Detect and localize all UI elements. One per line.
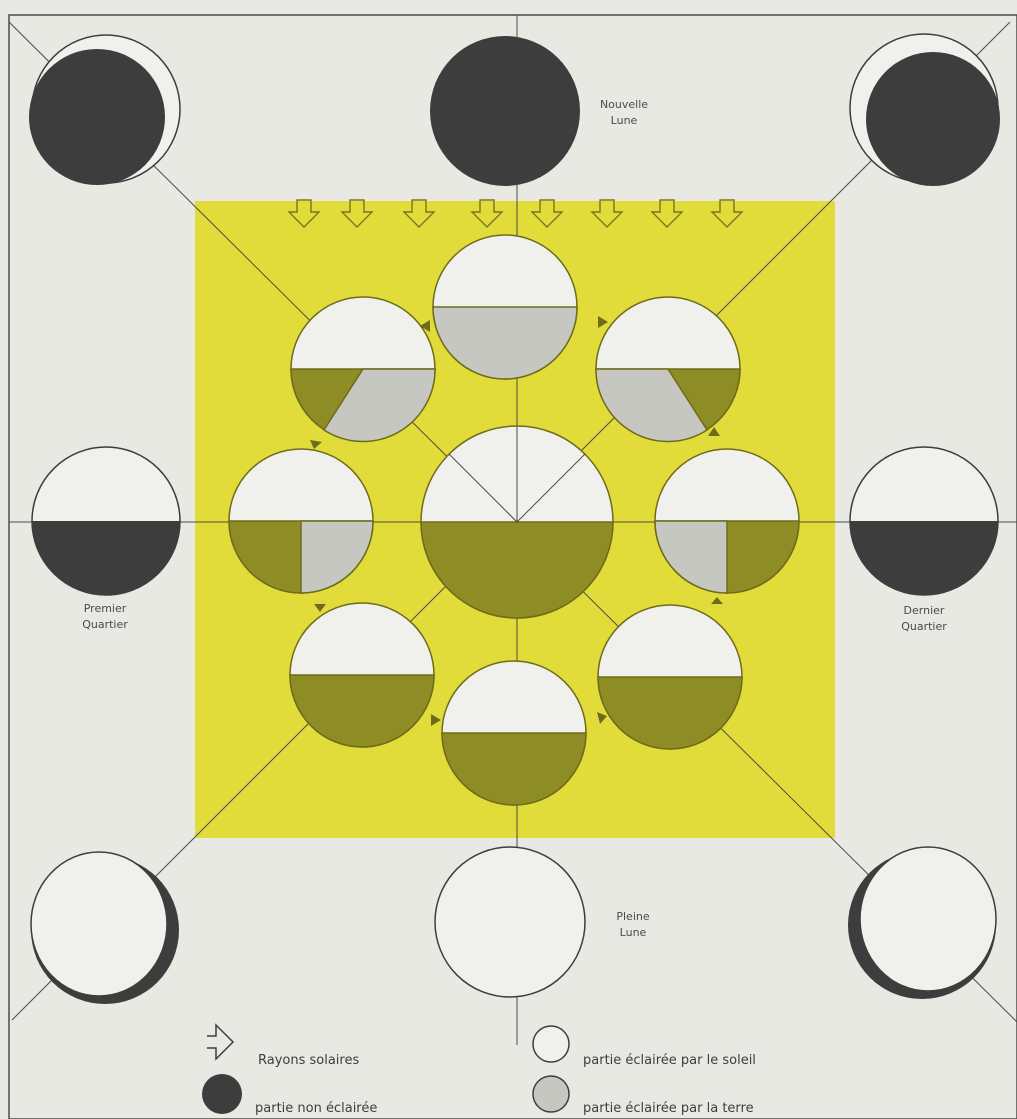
orbit-moon-last-quarter: [655, 449, 799, 593]
orbit-moon-first-quarter: [229, 449, 373, 593]
moon-waning-gibbous: [848, 847, 996, 999]
legend-lit-by-earth: partie éclairée par la terre: [583, 1101, 754, 1116]
label-first-quarter: Premier: [84, 602, 127, 615]
legend: Rayons solaires partie non éclairée part…: [202, 1025, 756, 1116]
moon-waning-crescent: [850, 34, 1000, 186]
label-last-quarter-2: Quartier: [901, 620, 947, 633]
legend-unlit-icon: [202, 1074, 242, 1114]
legend-sunlit-icon: [533, 1026, 569, 1062]
moon-new: [430, 36, 580, 186]
label-new-moon: Nouvelle: [600, 98, 648, 111]
label-full-moon-2: Lune: [620, 926, 647, 939]
legend-sun-rays: Rayons solaires: [258, 1053, 359, 1068]
orbit-moon-waning-gibbous: [598, 605, 742, 749]
legend-unlit: partie non éclairée: [255, 1101, 377, 1116]
orbit-moon-new: [433, 235, 577, 379]
orbit-moon-full: [442, 661, 586, 805]
moon-last-quarter: [850, 447, 998, 595]
legend-lit-by-sun: partie éclairée par le soleil: [583, 1053, 756, 1068]
label-new-moon-2: Lune: [611, 114, 638, 127]
label-first-quarter-2: Quartier: [82, 618, 128, 631]
label-full-moon: Pleine: [616, 910, 649, 923]
orbit-moon-waxing-gibbous: [290, 603, 434, 747]
orbit-moon-waning-crescent: [596, 297, 740, 441]
earth: [421, 426, 613, 618]
label-last-quarter: Dernier: [904, 604, 945, 617]
legend-earthshine-icon: [533, 1076, 569, 1112]
orbit-moon-waxing-crescent: [291, 297, 435, 441]
legend-sun-ray-icon: [207, 1025, 233, 1059]
moon-first-quarter: [32, 447, 180, 595]
moon-full: [435, 847, 585, 997]
moon-waxing-crescent: [29, 35, 180, 185]
